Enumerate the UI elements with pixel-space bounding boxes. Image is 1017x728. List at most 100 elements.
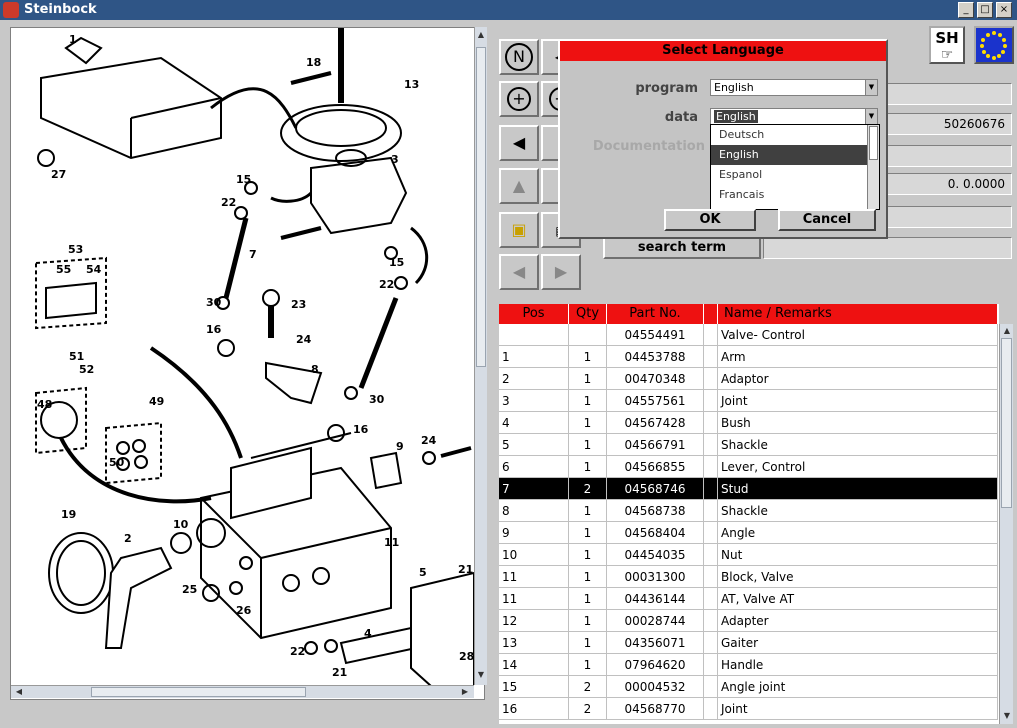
cell-pos: 15 [499, 676, 569, 698]
cell-flag [704, 324, 718, 346]
language-option[interactable]: Francais [719, 188, 765, 201]
table-scroll-down-icon[interactable]: ▼ [1003, 711, 1011, 720]
cell-flag [704, 610, 718, 632]
cell-qty: 1 [569, 346, 607, 368]
cell-pos: 6 [499, 456, 569, 478]
diagram-horizontal-scrollbar[interactable]: ◀ ▶ [11, 685, 474, 698]
info-field-number: 50260676 [860, 113, 1012, 135]
cell-pos: 3 [499, 390, 569, 412]
next-page-button[interactable]: ▶ [541, 254, 581, 290]
scroll-up-arrow-icon[interactable]: ▲ [477, 30, 485, 39]
cell-qty: 1 [569, 632, 607, 654]
language-option[interactable]: Deutsch [719, 128, 765, 141]
title-bar: Steinbock _ □ × [0, 0, 1017, 20]
cell-pos: 11 [499, 566, 569, 588]
diagram-vscroll-thumb[interactable] [476, 47, 486, 367]
col-name[interactable]: Name / Remarks [718, 304, 998, 324]
cell-part-no: 07964620 [607, 654, 704, 676]
zoom-in-button[interactable]: + [499, 81, 539, 117]
callout-label: 22 [379, 278, 394, 291]
cell-qty: 1 [569, 522, 607, 544]
search-term-input[interactable] [763, 237, 1012, 259]
minimize-button[interactable]: _ [958, 2, 974, 18]
chevron-down-icon[interactable]: ▼ [865, 80, 877, 95]
cell-qty: 1 [569, 654, 607, 676]
up-button[interactable]: ▲ [499, 168, 539, 204]
language-option[interactable]: Espanol [719, 168, 763, 181]
table-scrollbar[interactable]: ▲ ▼ [999, 324, 1013, 724]
cell-flag [704, 478, 718, 500]
table-scroll-up-icon[interactable]: ▲ [1003, 326, 1011, 335]
col-qty[interactable]: Qty [569, 304, 607, 324]
callout-label: 21 [332, 666, 347, 679]
pointing-hand-icon: ☞ [940, 47, 954, 63]
dropdown-scroll-thumb[interactable] [869, 126, 878, 160]
callout-label: 3 [391, 153, 399, 166]
cell-name: Angle [718, 522, 998, 544]
callout-label: 52 [79, 363, 94, 376]
cell-name: Arm [718, 346, 998, 368]
cell-name: Joint [718, 390, 998, 412]
cell-pos: 1 [499, 346, 569, 368]
cell-name: Handle [718, 654, 998, 676]
previous-button[interactable]: ◀ [499, 125, 539, 161]
eu-flag-icon[interactable] [974, 26, 1014, 64]
col-pos[interactable]: Pos [499, 304, 569, 324]
scroll-right-arrow-icon[interactable]: ▶ [461, 687, 469, 696]
cell-flag [704, 412, 718, 434]
program-select[interactable]: English ▼ [710, 79, 878, 96]
cell-part-no: 04567428 [607, 412, 704, 434]
data-select[interactable]: English ▼ [710, 108, 878, 125]
cell-pos: 12 [499, 610, 569, 632]
table-header: Pos Qty Part No. Name / Remarks [499, 304, 998, 324]
diagram-hscroll-thumb[interactable] [91, 687, 306, 697]
cell-name: Adapter [718, 610, 998, 632]
close-button[interactable]: × [996, 2, 1012, 18]
scroll-left-arrow-icon[interactable]: ◀ [15, 687, 23, 696]
prev-page-button[interactable]: ◀ [499, 254, 539, 290]
col-part-no[interactable]: Part No. [607, 304, 704, 324]
scroll-down-arrow-icon[interactable]: ▼ [477, 670, 485, 679]
search-term-button[interactable]: search term [603, 237, 761, 259]
language-sh-icon[interactable]: SH ☞ [929, 26, 965, 64]
callout-label: 51 [69, 350, 84, 363]
print-button[interactable]: ▣ [499, 212, 539, 248]
dropdown-scrollbar[interactable] [867, 125, 879, 209]
normal-view-button[interactable]: N [499, 39, 539, 75]
language-option[interactable]: English [711, 145, 867, 165]
maximize-button[interactable]: □ [977, 2, 993, 18]
table-scroll-thumb[interactable] [1001, 338, 1012, 508]
callout-label: 53 [68, 243, 83, 256]
chevron-down-icon[interactable]: ▼ [865, 109, 877, 124]
callout-label: 28 [459, 650, 474, 663]
data-label: data [664, 110, 698, 125]
cell-qty: 1 [569, 434, 607, 456]
diagram-vertical-scrollbar[interactable]: ▲ ▼ [474, 27, 487, 685]
app-icon [3, 2, 19, 18]
cancel-button[interactable]: Cancel [778, 209, 876, 231]
cell-name: Block, Valve [718, 566, 998, 588]
cell-qty: 1 [569, 588, 607, 610]
ok-button[interactable]: OK [664, 209, 756, 231]
